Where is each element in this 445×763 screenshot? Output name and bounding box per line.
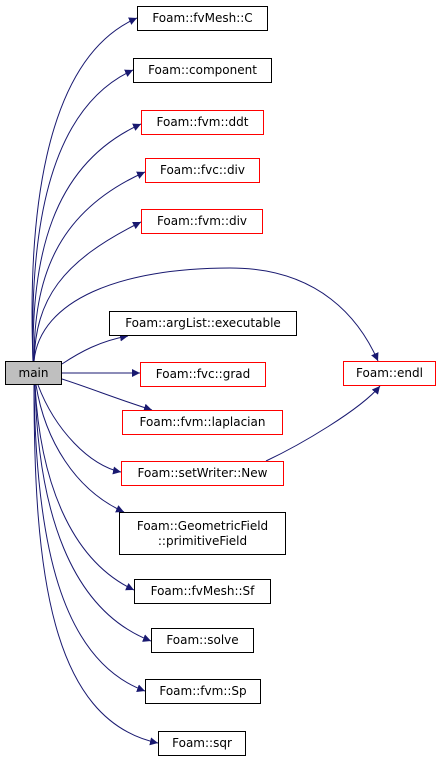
edge-main-to-solve xyxy=(34,384,152,642)
edge-main-to-component xyxy=(32,69,134,362)
node-component[interactable]: Foam::component xyxy=(133,58,272,83)
edge-main-to-fvm-laplacian xyxy=(61,378,153,412)
node-fvc-div[interactable]: Foam::fvc::div xyxy=(145,158,260,183)
edge-setwriter-new-to-endl xyxy=(265,385,381,462)
node-sqr-label: Foam::sqr xyxy=(172,736,232,750)
node-fvm-sp[interactable]: Foam::fvm::Sp xyxy=(145,679,261,704)
node-fvm-laplacian-label: Foam::fvm::laplacian xyxy=(139,415,266,429)
node-solve-label: Foam::solve xyxy=(166,633,239,647)
edge-main-to-fvc-div xyxy=(33,171,146,362)
node-executable[interactable]: Foam::argList::executable xyxy=(109,311,297,336)
node-endl[interactable]: Foam::endl xyxy=(343,361,436,386)
node-fvc-div-label: Foam::fvc::div xyxy=(159,163,245,177)
node-fvm-laplacian[interactable]: Foam::fvm::laplacian xyxy=(122,410,283,435)
node-fvmesh-sf-label: Foam::fvMesh::Sf xyxy=(150,584,255,598)
node-fvc-grad-label: Foam::fvc::grad xyxy=(155,367,251,381)
edge-main-to-setwriter-new xyxy=(37,384,122,475)
node-setwriter-new-label: Foam::setWriter::New xyxy=(137,466,268,480)
edge-main-to-fvmesh-sf xyxy=(34,384,135,591)
node-fvmesh-sf[interactable]: Foam::fvMesh::Sf xyxy=(134,579,271,604)
node-main: main xyxy=(5,361,62,385)
edge-main-to-endl xyxy=(33,267,379,362)
node-fvm-ddt[interactable]: Foam::fvm::ddt xyxy=(141,110,264,135)
node-fvmesh-c-label: Foam::fvMesh::C xyxy=(152,11,253,25)
node-solve[interactable]: Foam::solve xyxy=(151,628,254,653)
node-fvm-div-label: Foam::fvm::div xyxy=(156,214,248,228)
node-geometricfield-primitivefield[interactable]: Foam::GeometricField ::primitiveField xyxy=(119,512,286,555)
node-fvc-grad[interactable]: Foam::fvc::grad xyxy=(140,362,266,387)
node-sqr[interactable]: Foam::sqr xyxy=(158,731,246,756)
node-fvmesh-c[interactable]: Foam::fvMesh::C xyxy=(137,6,268,31)
node-setwriter-new[interactable]: Foam::setWriter::New xyxy=(121,461,284,486)
node-component-label: Foam::component xyxy=(148,63,257,77)
node-fvm-div[interactable]: Foam::fvm::div xyxy=(141,209,263,234)
edge-main-to-fvm-sp xyxy=(33,384,146,693)
edge-main-to-fvm-ddt xyxy=(32,123,142,362)
edge-main-to-fvm-div xyxy=(33,221,142,362)
edge-main-to-fvmesh-c xyxy=(31,17,138,362)
node-primitivefield-label-line1: Foam::GeometricField xyxy=(136,518,269,533)
edge-main-to-sqr xyxy=(33,384,159,746)
edge-main-to-executable xyxy=(61,333,129,365)
node-endl-label: Foam::endl xyxy=(356,366,423,380)
node-fvm-sp-label: Foam::fvm::Sp xyxy=(159,684,247,698)
node-fvm-ddt-label: Foam::fvm::ddt xyxy=(156,115,249,129)
node-main-label: main xyxy=(18,365,49,380)
node-executable-label: Foam::argList::executable xyxy=(125,316,281,330)
edge-main-to-primitivefield xyxy=(35,384,125,513)
node-primitivefield-label-line2: ::primitiveField xyxy=(157,533,248,548)
